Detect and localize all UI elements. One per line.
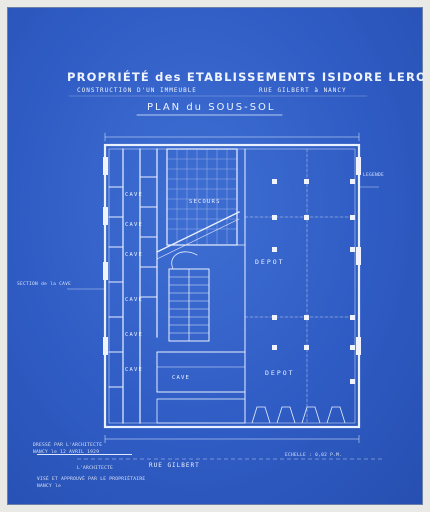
plan-title: PLAN du SOUS-SOL	[147, 102, 276, 113]
floor-plan-drawing	[67, 95, 382, 460]
room-cave-1: CAVE	[125, 192, 144, 198]
room-cave-4: CAVE	[125, 297, 144, 303]
document-title: PROPRIÉTÉ des ETABLISSEMENTS ISIDORE LER…	[67, 70, 423, 84]
footer-line-2: NANCY le 12 AVRIL 1929	[33, 450, 100, 455]
approval-stamp	[37, 454, 132, 495]
room-cave-center: CAVE	[172, 375, 191, 381]
room-cave-3: CAVE	[125, 252, 144, 258]
subtitle-right: RUE GILBERT à NANCY	[259, 87, 347, 94]
footer-note-2: NANCY le	[37, 484, 62, 489]
side-note-left: SECTION de la CAVE	[17, 282, 72, 287]
room-secours: SECOURS	[189, 199, 221, 205]
room-cave-5: CAVE	[125, 332, 144, 338]
room-cave-6: CAVE	[125, 367, 144, 373]
footer-line-1: DRESSÉ PAR L'ARCHITECTE	[33, 443, 103, 448]
subtitle-left: CONSTRUCTION D'UN IMMEUBLE	[77, 87, 197, 94]
street-name: RUE GILBERT	[149, 462, 200, 469]
footer-signature-label: L'ARCHITECTE	[77, 466, 114, 471]
room-depot-bottom: DEPOT	[265, 369, 295, 377]
room-depot-top: DEPOT	[255, 258, 285, 266]
side-note-right: LEGENDE	[363, 173, 385, 178]
blueprint-sheet: PROPRIÉTÉ des ETABLISSEMENTS ISIDORE LER…	[7, 7, 423, 505]
footer-note-1: VISÉ ET APPROUVÉ PAR LE PROPRIÉTAIRE	[37, 477, 146, 482]
room-cave-2: CAVE	[125, 222, 144, 228]
scale-note: ECHELLE : 0,02 P.M.	[285, 453, 343, 458]
